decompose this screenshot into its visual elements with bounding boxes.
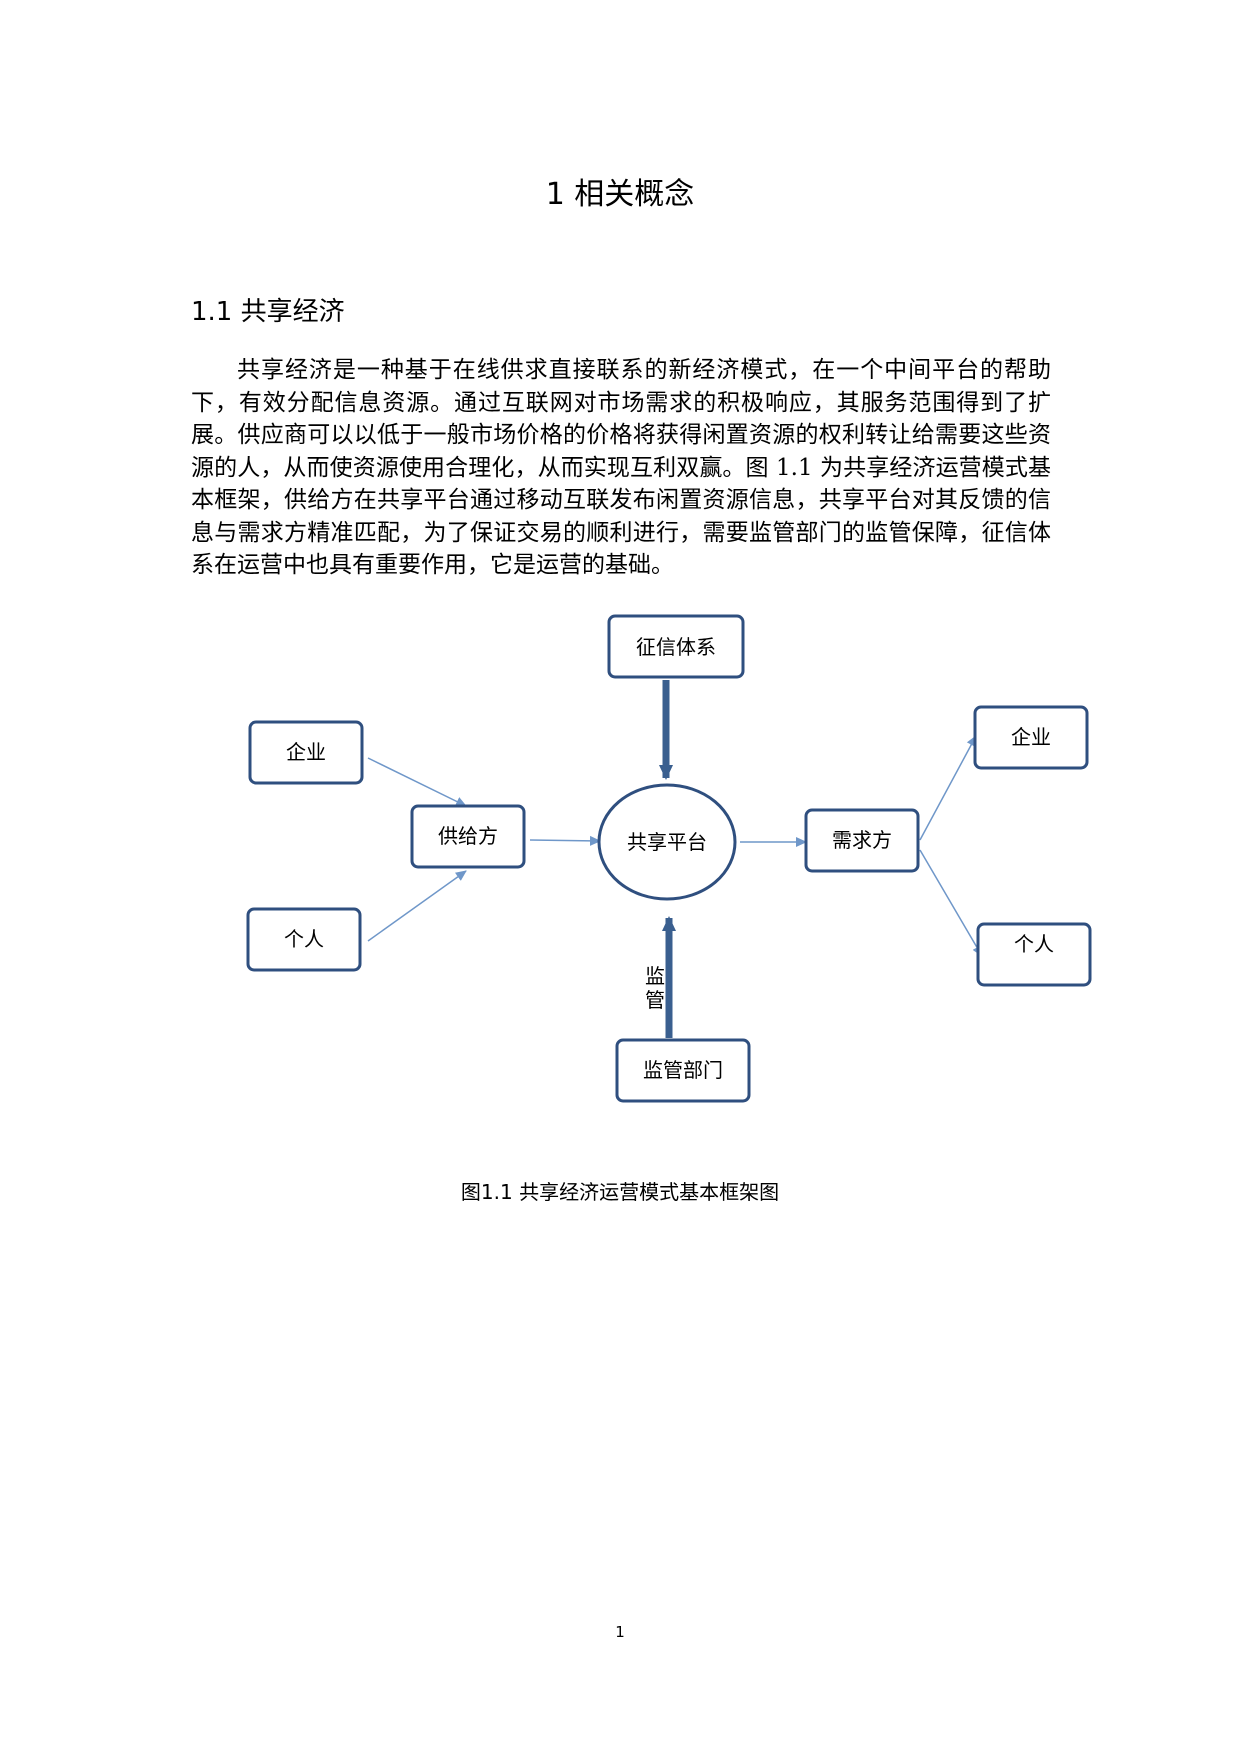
regulator-label: 监管部门 — [643, 1058, 723, 1082]
individual-left-box: 个人 — [246, 907, 362, 972]
demander-box: 需求方 — [804, 808, 920, 873]
regulator-box: 监管部门 — [615, 1038, 751, 1103]
framework-diagram-svg: 征信体系 企业 个人 供给方 共享平台 需求方 — [246, 614, 1092, 1103]
credit-system-label: 征信体系 — [636, 635, 716, 659]
platform-label: 共享平台 — [627, 830, 707, 854]
figure-caption: 图1.1 共享经济运营模式基本框架图 — [460, 1180, 780, 1204]
enterprise-right-box: 企业 — [973, 705, 1089, 770]
section-title: 1.1 共享经济 — [191, 297, 345, 327]
framework-diagram: 征信体系 企业 个人 供给方 共享平台 需求方 — [0, 600, 1240, 1140]
demander-label: 需求方 — [832, 828, 892, 852]
chapter-title: 1 相关概念 — [545, 177, 695, 212]
body-paragraph: 共享经济是一种基于在线供求直接联系的新经济模式，在一个中间平台的帮助下，有效分配… — [191, 357, 1051, 578]
supplier-label: 供给方 — [438, 824, 498, 848]
arrow-enterprise-to-supplier — [367, 757, 467, 807]
supplier-box: 供给方 — [410, 804, 526, 869]
credit-system-box: 征信体系 — [607, 614, 745, 679]
individual-right-box: 个人 — [976, 922, 1092, 987]
page-number: 1 — [615, 1623, 625, 1641]
arrow-demander-to-individual — [919, 849, 983, 957]
arrow-demander-to-enterprise — [919, 735, 977, 841]
arrow-supplier-to-platform — [529, 835, 601, 846]
enterprise-left-label: 企业 — [286, 740, 326, 764]
individual-left-label: 个人 — [284, 927, 324, 951]
arrow-individual-to-supplier — [367, 870, 467, 942]
enterprise-right-label: 企业 — [1011, 725, 1051, 749]
supervision-label-char-1: 监 — [645, 964, 665, 988]
supervision-label-char-2: 管 — [645, 988, 665, 1012]
individual-right-label: 个人 — [1014, 932, 1054, 956]
platform-ellipse: 共享平台 — [597, 783, 737, 901]
enterprise-left-box: 企业 — [248, 720, 364, 785]
